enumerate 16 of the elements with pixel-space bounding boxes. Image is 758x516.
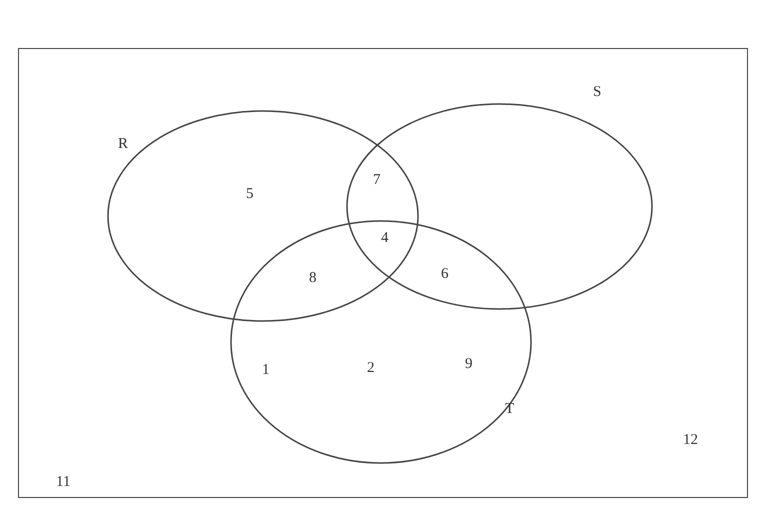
universal-set-box xyxy=(18,48,748,498)
region-count: 12 xyxy=(683,432,698,448)
set-label: R xyxy=(118,136,128,152)
region-count: 7 xyxy=(373,172,380,188)
region-count: 4 xyxy=(381,230,388,246)
region-count: 11 xyxy=(56,474,70,490)
region-count: 8 xyxy=(309,270,316,286)
set-label: S xyxy=(593,84,602,100)
region-count: 5 xyxy=(246,186,254,202)
region-count: 9 xyxy=(465,356,472,372)
region-count: 6 xyxy=(441,266,448,282)
set-circle xyxy=(108,111,418,321)
region-count: 2 xyxy=(367,360,374,376)
set-label: T xyxy=(505,401,514,417)
set-circle xyxy=(231,221,531,463)
region-count: 1 xyxy=(262,362,270,378)
